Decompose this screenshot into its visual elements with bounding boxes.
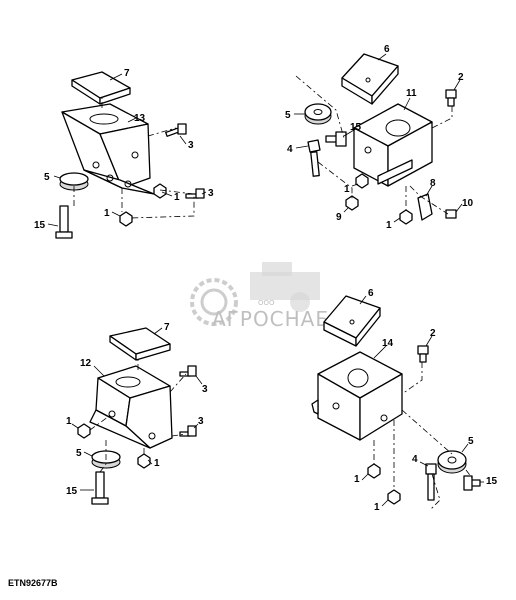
- callout-label: 1: [374, 502, 380, 513]
- screw-part: [445, 209, 457, 219]
- callout-label: 6: [384, 44, 390, 55]
- callout-label: 7: [124, 68, 130, 79]
- callout-label: 15: [486, 476, 498, 487]
- callout-label: 13: [134, 113, 146, 124]
- nut-part: [119, 211, 133, 227]
- callout-label: 1: [154, 458, 160, 469]
- callout-label: 3: [188, 140, 194, 151]
- bracket-part: [353, 103, 433, 187]
- assembly-bottom-left: 7 12 3 1 3 5 1 15: [66, 322, 208, 505]
- callout-label: 2: [430, 328, 436, 339]
- bracket-part: [89, 365, 173, 449]
- assembly-bottom-right: 6 2 14 5 4 15 1 1: [311, 288, 498, 513]
- nut-part: [77, 423, 91, 439]
- watermark-name: АГРОСНАБ: [212, 307, 330, 331]
- callout-label: 15: [34, 220, 46, 231]
- callout-label: 2: [458, 72, 464, 83]
- bolt-part: [95, 471, 105, 499]
- nut-part: [367, 463, 381, 479]
- isolator-part: [59, 172, 89, 191]
- callout-label: 1: [386, 220, 392, 231]
- watermark-logo: ООО АГРОСНАБ: [190, 262, 330, 331]
- callout-label: 11: [406, 88, 417, 99]
- callout-label: 1: [354, 474, 360, 485]
- callout-label: 8: [430, 178, 436, 189]
- callout-label: 5: [76, 448, 82, 459]
- callout-label: 6: [368, 288, 374, 299]
- callout-label: 3: [198, 416, 204, 427]
- callout-label: 5: [44, 172, 50, 183]
- nut-part: [399, 209, 413, 225]
- assembly-top-right: 6 2 5 11 15 4 1 8 9 1 10: [285, 44, 474, 231]
- callout-label: 4: [412, 454, 418, 465]
- callout-label: 15: [350, 122, 362, 133]
- callout-label: 10: [462, 198, 474, 209]
- bracket-part: [61, 103, 155, 195]
- bolt-part: [307, 139, 321, 177]
- callout-label: 7: [164, 322, 170, 333]
- nut-part: [355, 173, 369, 189]
- callout-label: 1: [344, 184, 350, 195]
- screw-part: [445, 89, 457, 99]
- screw-part: [417, 345, 429, 355]
- watermark-company: ООО: [258, 299, 275, 307]
- nut-part: [387, 489, 401, 505]
- bolt-part: [55, 205, 73, 239]
- callout-label: 1: [66, 416, 72, 427]
- callout-label: 14: [382, 338, 394, 349]
- bolt-part: [325, 131, 347, 147]
- callout-label: 12: [80, 358, 92, 369]
- assembly-top-left: 7 13 3 5 1 3 15 1: [34, 68, 214, 239]
- nut-part: [153, 183, 167, 199]
- callout-label: 1: [104, 208, 110, 219]
- pad-part: [71, 71, 131, 105]
- nut-part: [137, 453, 151, 469]
- bolt-part: [425, 463, 437, 475]
- figure-code: ETN92677B: [8, 578, 58, 588]
- callout-label: 15: [66, 486, 78, 497]
- clip-part: [417, 193, 433, 221]
- callout-label: 1: [174, 192, 180, 203]
- screw-part: [165, 123, 205, 199]
- callout-label: 3: [208, 188, 214, 199]
- nut-part: [345, 195, 359, 211]
- callout-label: 5: [468, 436, 474, 447]
- callout-label: 9: [336, 212, 342, 223]
- bracket-part: [311, 351, 403, 441]
- callout-label: 4: [287, 144, 293, 155]
- callout-label: 5: [285, 110, 291, 121]
- callout-label: 3: [202, 384, 208, 395]
